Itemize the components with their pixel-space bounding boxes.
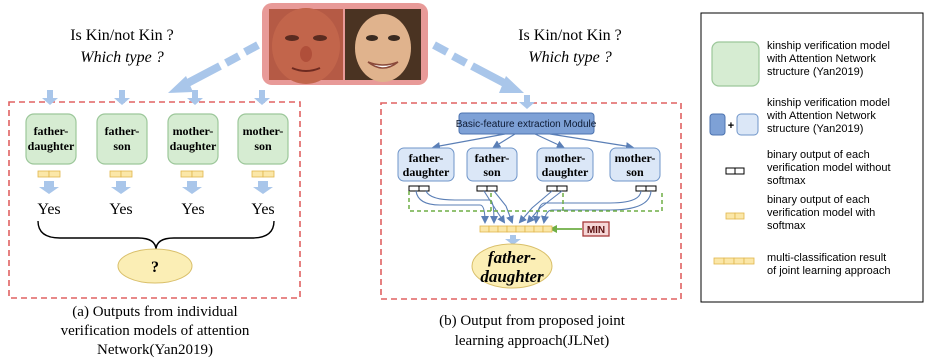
legend-swatch-blue-light xyxy=(736,113,759,136)
legend-text: structure (Yan2019) xyxy=(767,123,863,135)
father-face-image xyxy=(269,8,343,84)
model-label-line2: son xyxy=(626,165,644,179)
model-label-line1: mother- xyxy=(545,151,586,165)
answer-4: Yes xyxy=(251,201,274,218)
legend-swatch-blue-dark xyxy=(709,113,726,136)
question-right-type: Which type ? xyxy=(528,49,612,66)
photo-to-right-arrow xyxy=(432,41,524,93)
model-label-line2: son xyxy=(254,139,272,153)
panel-b-joint-output xyxy=(479,225,553,233)
model-label-line1: mother- xyxy=(615,151,656,165)
legend-text: verification model without xyxy=(767,162,891,174)
panel-b-result-line2: daughter xyxy=(480,267,544,286)
panel-b-joint-arrows xyxy=(415,190,652,224)
daughter-face-image xyxy=(345,9,421,82)
legend-text: with Attention Network xyxy=(766,110,876,122)
question-left: Is Kin/not Kin ? xyxy=(70,27,174,44)
panel-a-input-arrows xyxy=(42,90,270,105)
caption-b-line1: (b) Output from proposed joint xyxy=(439,313,626,329)
legend-text: multi-classification result xyxy=(767,252,886,264)
panel-b-model-father-son: father- son xyxy=(466,147,518,182)
panel-b-input-arrow xyxy=(519,95,535,109)
min-label: MIN xyxy=(587,225,605,236)
legend-text: kinship verification model xyxy=(767,40,890,52)
model-label-line2: daughter xyxy=(542,165,589,179)
panel-b-model-mother-daughter: mother- daughter xyxy=(536,147,594,182)
legend-text: softmax xyxy=(767,220,806,232)
panel-a-result-ellipse xyxy=(117,248,193,284)
legend-text: verification model with xyxy=(767,207,875,219)
panel-a-result: ? xyxy=(151,259,159,276)
legend-text: of joint learning approach xyxy=(767,265,891,277)
legend-text: binary output of each xyxy=(767,149,870,161)
photo-to-left-arrow xyxy=(168,41,260,93)
model-label-line1: father- xyxy=(34,124,69,138)
caption-b-line2: learning approach(JLNet) xyxy=(455,333,610,349)
module-to-branch-arrows xyxy=(432,133,634,151)
model-label-line2: daughter xyxy=(170,139,217,153)
legend-text: with Attention Network xyxy=(766,53,876,65)
min-operator: MIN xyxy=(582,221,610,237)
legend-item-green-model: kinship verification model with Attentio… xyxy=(711,40,890,87)
caption-a-line3: Network(Yan2019) xyxy=(97,342,213,358)
model-label-line2: son xyxy=(483,165,501,179)
panel-a-model-mother-daughter: mother- daughter xyxy=(167,113,219,165)
model-label-line1: father- xyxy=(409,151,444,165)
panel-a-model-father-son: father- son xyxy=(96,113,148,165)
face-pair-photo xyxy=(262,3,428,85)
legend-item-binary-no-softmax: binary output of each verification model… xyxy=(725,149,891,187)
panel-a-binary-outputs xyxy=(37,170,275,178)
panel-b-binary-outputs xyxy=(408,185,657,192)
question-right: Is Kin/not Kin ? xyxy=(518,27,622,44)
panel-b-result-arrow xyxy=(505,235,521,245)
combine-brace xyxy=(37,220,275,251)
model-label-line1: father- xyxy=(475,151,510,165)
basic-feature-module: Basic-feature extraction Module xyxy=(456,112,597,135)
panel-b-min-loop xyxy=(408,191,663,212)
legend-plus: + xyxy=(728,120,734,132)
question-left-type: Which type ? xyxy=(80,49,164,66)
model-label-line2: daughter xyxy=(28,139,75,153)
model-label-line1: mother- xyxy=(173,124,214,138)
legend-item-joint-result: multi-classification result of joint lea… xyxy=(713,252,891,277)
answer-2: Yes xyxy=(109,201,132,218)
panel-b-model-mother-son: mother- son xyxy=(609,147,661,182)
legend-text: structure (Yan2019) xyxy=(767,66,863,78)
answer-3: Yes xyxy=(181,201,204,218)
model-label-line2: son xyxy=(113,139,131,153)
panel-b-result-line1: father- xyxy=(488,248,537,267)
module-label: Basic-feature extraction Module xyxy=(456,119,597,130)
legend-swatch-green xyxy=(711,41,760,87)
caption-a-line2: verification models of attention xyxy=(61,323,250,339)
panel-a-model-mother-son: mother- son xyxy=(237,113,289,165)
caption-a-line1: (a) Outputs from individual xyxy=(72,304,237,320)
legend-text: softmax xyxy=(767,175,806,187)
legend-text: kinship verification model xyxy=(767,97,890,109)
panel-b-model-father-daughter: father- daughter xyxy=(397,147,455,182)
panel-b-result-ellipse xyxy=(471,243,553,289)
legend-item-binary-softmax: binary output of each verification model… xyxy=(725,194,875,232)
answer-1: Yes xyxy=(37,201,60,218)
panel-a-output-arrows xyxy=(39,181,273,194)
legend-item-blue-model: + kinship verification model with Attent… xyxy=(709,97,890,136)
model-label-line1: father- xyxy=(105,124,140,138)
model-label-line1: mother- xyxy=(243,124,284,138)
panel-a-model-father-daughter: father- daughter xyxy=(25,113,77,165)
panel-a-frame xyxy=(8,101,301,299)
legend-text: binary output of each xyxy=(767,194,870,206)
model-label-line2: daughter xyxy=(403,165,450,179)
